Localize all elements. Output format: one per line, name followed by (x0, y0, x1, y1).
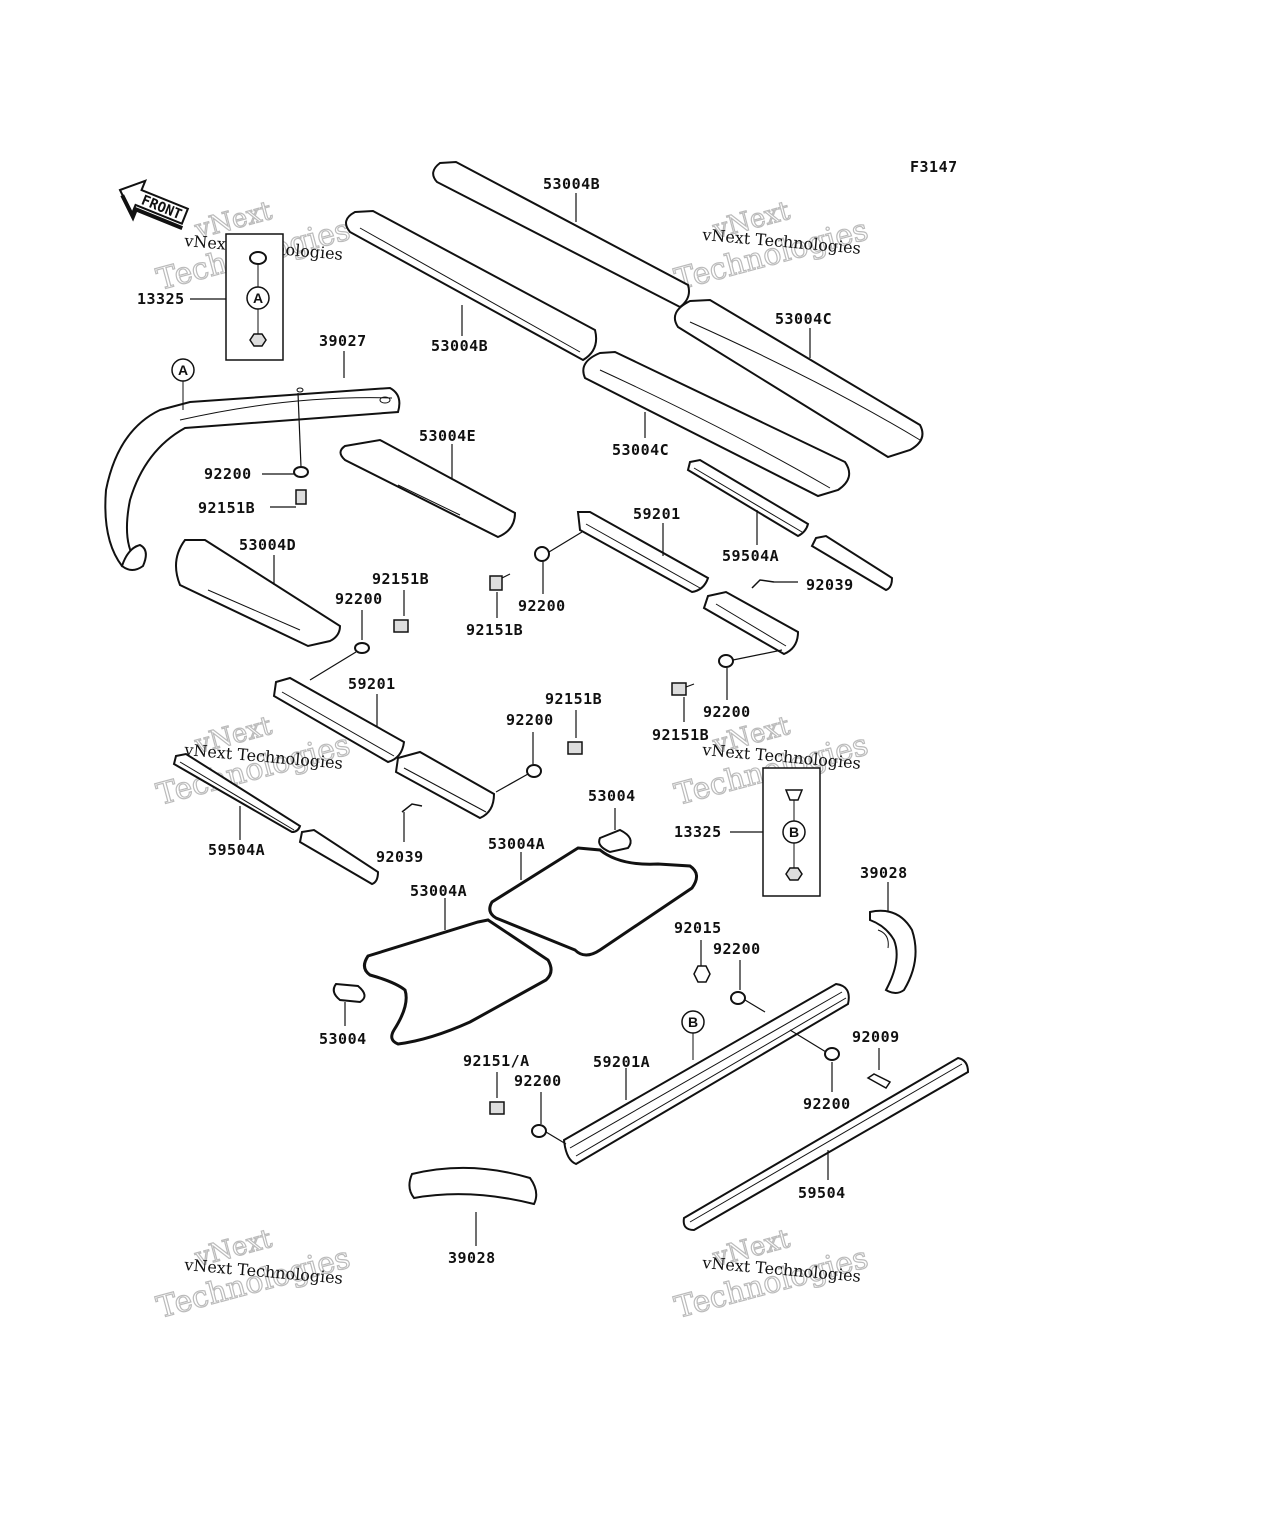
label-59504: 59504 (798, 1184, 846, 1202)
label-92200: 92200 (703, 703, 751, 721)
mat-53004c-mid: 53004C (582, 350, 851, 498)
mat-53004b-mid: 53004B (345, 209, 598, 362)
label-92200: 92200 (803, 1095, 851, 1113)
mat-53004a-left: 53004A (363, 882, 553, 1046)
label-92200: 92200 (204, 465, 252, 483)
callout-b-label: B (688, 1014, 698, 1030)
label-59201a: 59201A (593, 1053, 650, 1071)
rail-59201-top: 59201 92200 92151B (466, 505, 710, 639)
callout-a-label: A (253, 290, 263, 306)
label-59201: 59201 (348, 675, 396, 693)
label-92200: 92200 (713, 940, 761, 958)
label-13325: 13325 (137, 290, 185, 308)
label-59504a: 59504A (722, 547, 779, 565)
mat-53004a-right: 53004A (488, 835, 698, 957)
label-53004e: 53004E (419, 427, 476, 445)
pad-53004-top: 53004 (588, 787, 636, 854)
label-92151b: 92151B (545, 690, 602, 708)
fasteners-92200-92151b-a: 92200 92151B (198, 392, 309, 517)
label-92039: 92039 (806, 576, 854, 594)
bumper-39027: 39027 A (104, 332, 401, 571)
label-53004b: 53004B (431, 337, 488, 355)
rail-59201-top-end: 92200 92151B (652, 590, 800, 744)
fasteners-92151a-92200: 92151/A 92200 (463, 1052, 567, 1145)
label-53004d: 53004D (239, 536, 296, 554)
label-39028: 39028 (448, 1249, 496, 1267)
pad-53004e: 53004E (339, 427, 517, 539)
label-92151b: 92151B (372, 570, 429, 588)
label-53004a: 53004A (488, 835, 545, 853)
fasteners-92015-92200: 92015 92200 (674, 919, 766, 1013)
label-59504a: 59504A (208, 841, 265, 859)
label-39027: 39027 (319, 332, 367, 350)
fasteners-92200-92151b-b: 92151B 92200 (309, 570, 429, 681)
label-39028: 39028 (860, 864, 908, 882)
callout-a-label: A (178, 362, 188, 378)
label-53004: 53004 (319, 1030, 367, 1048)
label-53004a: 53004A (410, 882, 467, 900)
label-53004c: 53004C (612, 441, 669, 459)
fasteners-92009-92200: 92009 92200 (789, 1028, 900, 1113)
trim-59504a-right: 59504A 92039 (686, 458, 894, 594)
label-53004c: 53004C (775, 310, 832, 328)
label-92151b: 92151B (466, 621, 523, 639)
label-53004b: 53004B (543, 175, 600, 193)
label-92200: 92200 (514, 1072, 562, 1090)
label-53004: 53004 (588, 787, 636, 805)
callout-b-label: B (789, 824, 799, 840)
fastener-box-a: 13325 A (137, 233, 284, 361)
label-59201: 59201 (633, 505, 681, 523)
front-arrow-icon: FRONT (118, 179, 190, 230)
label-92039: 92039 (376, 848, 424, 866)
label-92151b: 92151B (652, 726, 709, 744)
fasteners-92200-92151b-d: 92200 92151B (495, 690, 602, 793)
trim-59504: 59504 (682, 1056, 970, 1232)
pad-53004-bot: 53004 (319, 982, 367, 1048)
trim-59504a-left: 59504A 92039 (172, 752, 424, 886)
label-92200: 92200 (335, 590, 383, 608)
pad-53004d: 53004D (175, 536, 342, 648)
label-92151b: 92151B (198, 499, 255, 517)
label-92151a: 92151/A (463, 1052, 530, 1070)
bumper-39028-bot: 39028 (408, 1166, 538, 1267)
bumper-39028-right: 39028 (860, 864, 917, 994)
mat-53004c-right: 53004C (674, 298, 924, 459)
label-92015: 92015 (674, 919, 722, 937)
rail-59201-left: 59201 (272, 675, 496, 820)
label-13325: 13325 (674, 823, 722, 841)
rail-59201a: B 59201A (562, 982, 850, 1166)
label-92200: 92200 (518, 597, 566, 615)
figure-code: F3147 (910, 158, 958, 176)
fastener-box-b: 13325 B (674, 767, 821, 897)
label-92200: 92200 (506, 711, 554, 729)
label-92009: 92009 (852, 1028, 900, 1046)
